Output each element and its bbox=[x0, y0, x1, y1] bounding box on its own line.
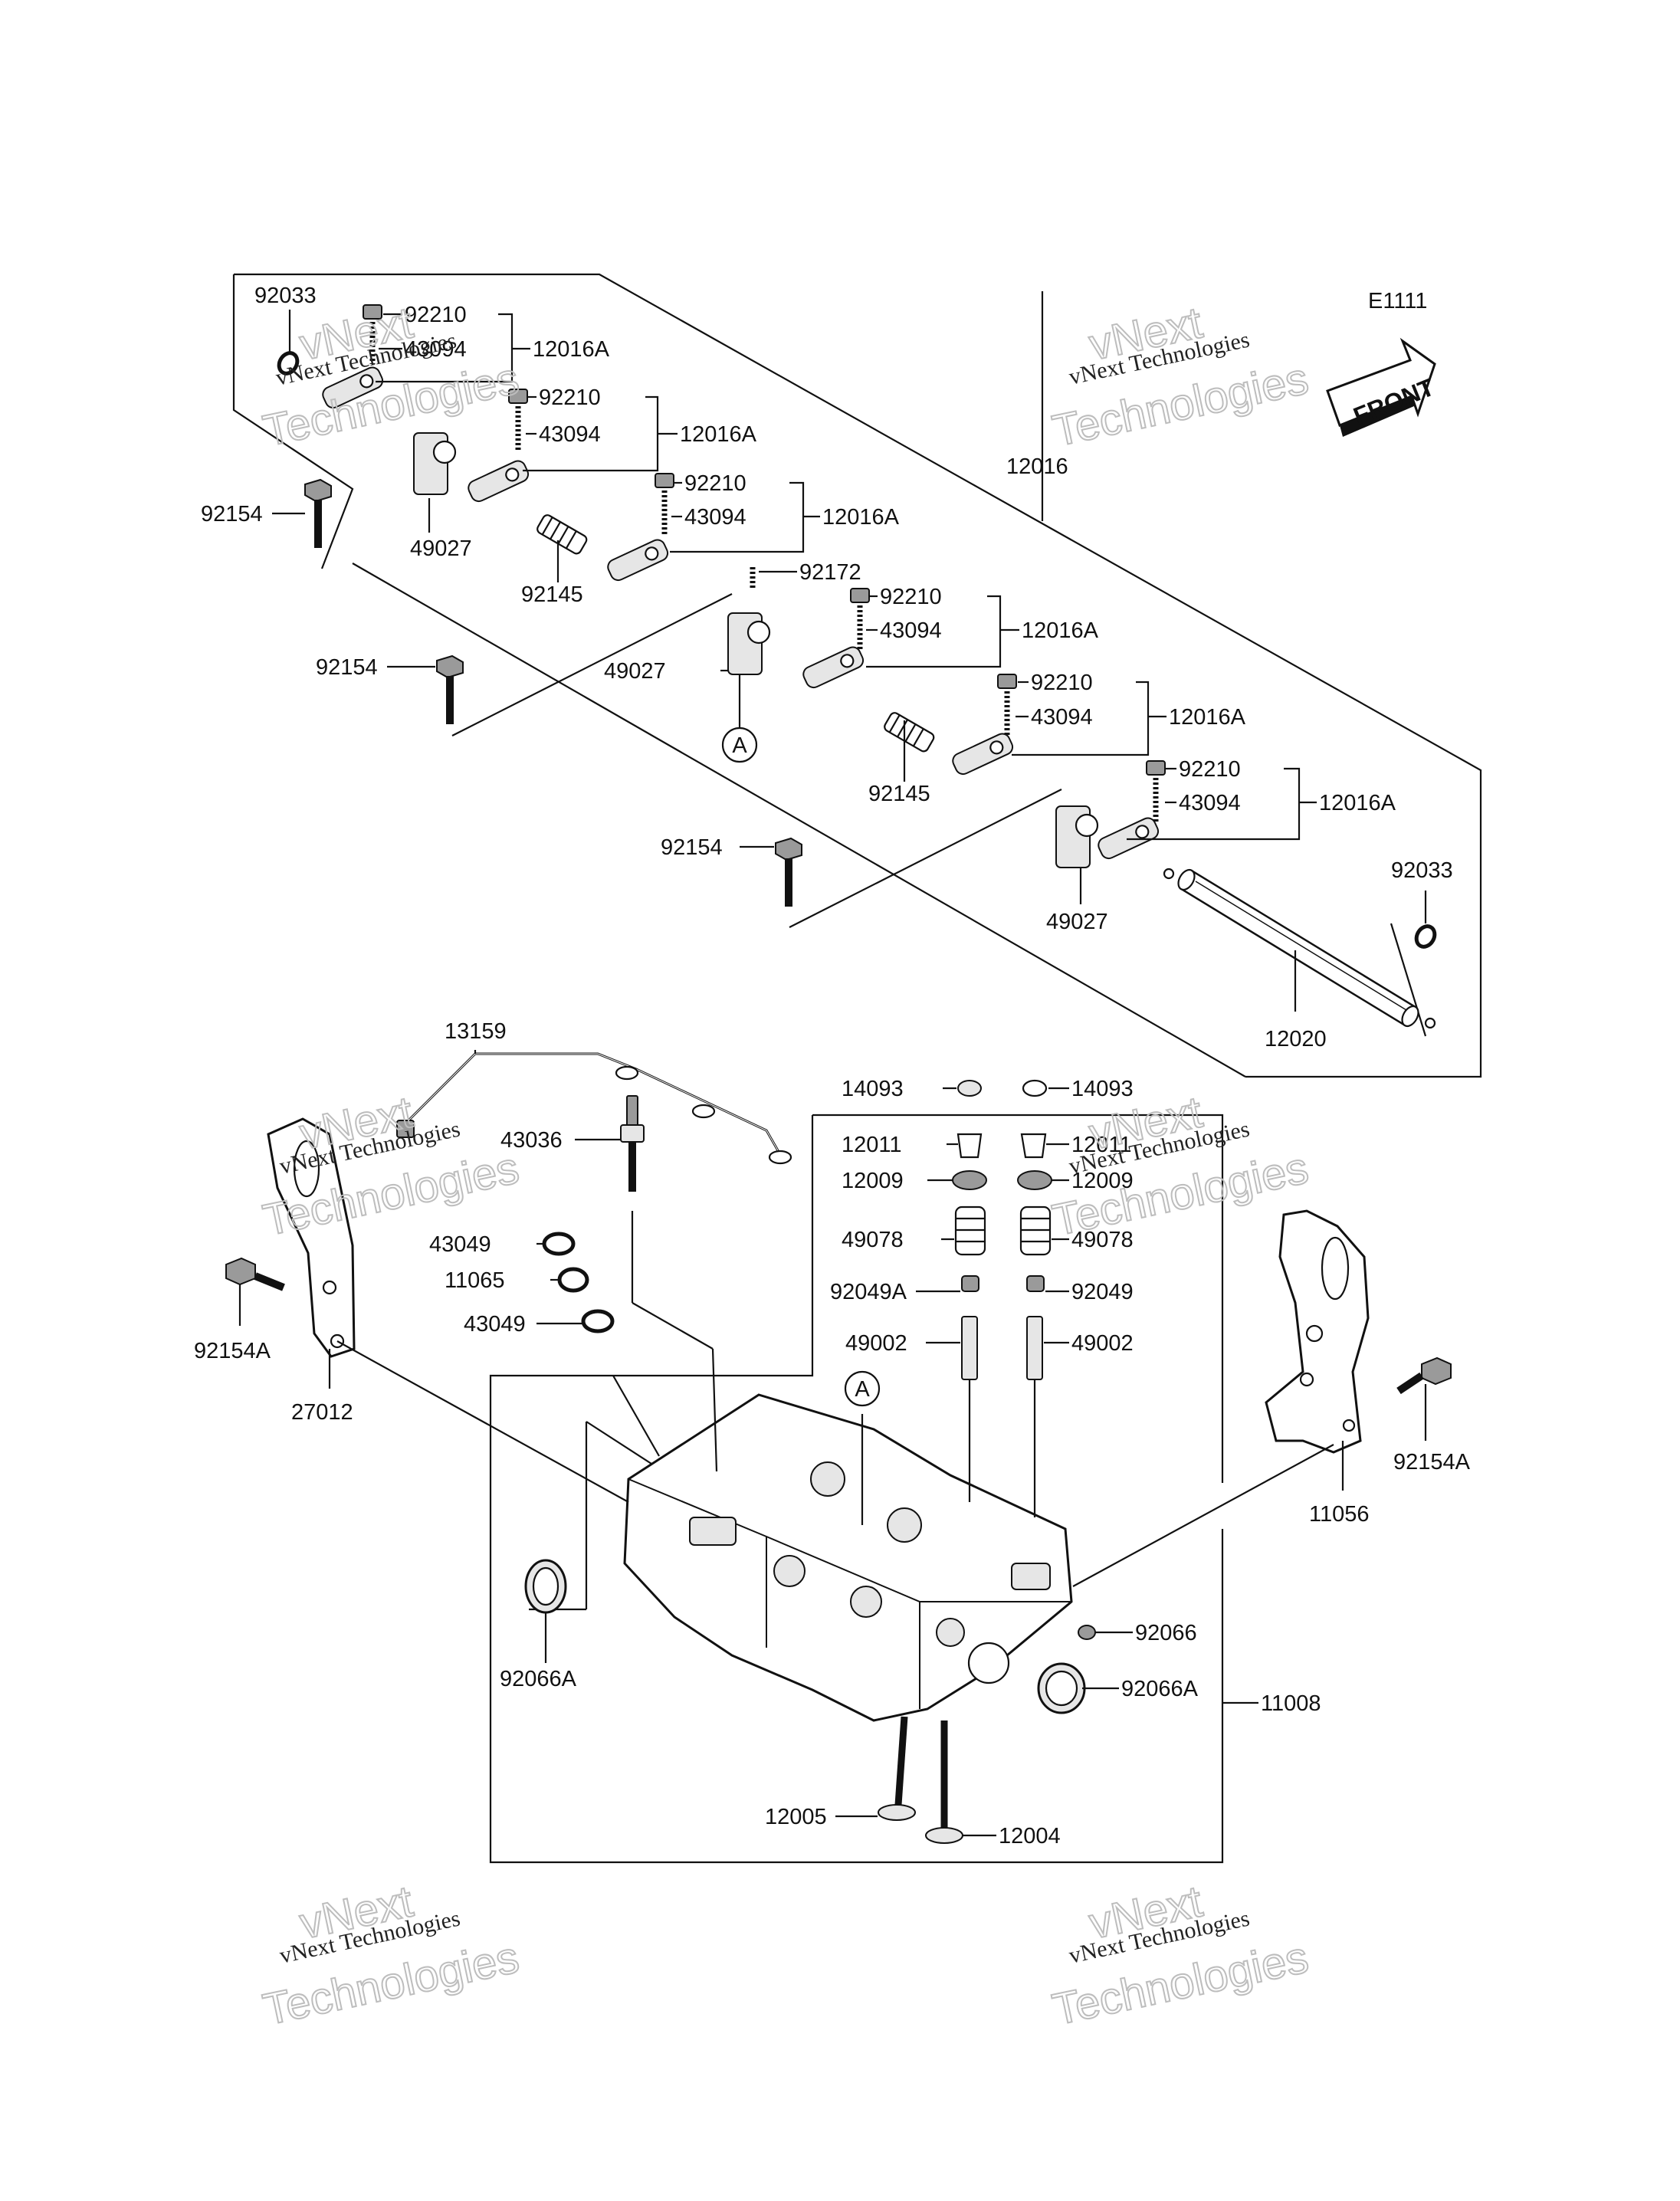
rocker-supports bbox=[413, 432, 1099, 868]
part-label: 92033 bbox=[254, 284, 317, 308]
part-label: 12016A bbox=[1319, 791, 1396, 815]
part-label: 27012 bbox=[291, 1400, 353, 1425]
part-label: 92210 bbox=[539, 385, 601, 410]
part-label: 43049 bbox=[429, 1232, 491, 1257]
part-label: 92154 bbox=[316, 655, 378, 680]
part-label: 92210 bbox=[1031, 671, 1093, 695]
part-label: 12011 bbox=[842, 1133, 902, 1157]
part-label: 43094 bbox=[880, 618, 942, 643]
valves bbox=[878, 1716, 963, 1844]
part-label: 12016 bbox=[1006, 454, 1068, 479]
part-label: 92172 bbox=[799, 560, 861, 585]
cylinder-head bbox=[623, 1393, 1073, 1722]
part-label: 92033 bbox=[1391, 858, 1453, 883]
part-label: 92066 bbox=[1135, 1621, 1197, 1645]
marker-label: A bbox=[855, 1377, 870, 1402]
part-label: 92145 bbox=[868, 782, 930, 806]
part-label: 12016A bbox=[533, 337, 610, 362]
part-label: 92154A bbox=[194, 1339, 271, 1363]
marker-label: A bbox=[732, 733, 747, 758]
reference-marker-a-upper: A bbox=[721, 727, 758, 763]
rocker-assembly-frame bbox=[232, 273, 1482, 1078]
part-label: 14093 bbox=[842, 1077, 904, 1101]
bracket-11056 bbox=[1265, 1209, 1370, 1454]
part-label: 11056 bbox=[1309, 1502, 1370, 1527]
rocker-springs bbox=[536, 514, 935, 753]
cylinder-head-frame bbox=[489, 1114, 1224, 1864]
part-label: 12004 bbox=[999, 1824, 1061, 1848]
part-label: 13159 bbox=[445, 1019, 507, 1044]
part-label: 43094 bbox=[684, 505, 746, 530]
part-label: 12009 bbox=[1071, 1169, 1134, 1193]
front-arrow-icon: FRONT bbox=[1326, 337, 1439, 437]
part-label: 12016A bbox=[680, 422, 757, 447]
glow-plug-harness bbox=[396, 1052, 792, 1165]
part-label: 92145 bbox=[521, 582, 583, 607]
valve-stack-left bbox=[952, 1080, 987, 1380]
part-label: 11008 bbox=[1261, 1691, 1321, 1716]
plug-92066A-left bbox=[524, 1559, 567, 1614]
part-label: 49027 bbox=[410, 536, 472, 561]
circlip-92033-right bbox=[1414, 924, 1437, 949]
bracket-27012 bbox=[267, 1117, 356, 1358]
part-label: 12020 bbox=[1265, 1027, 1327, 1051]
part-label: 43036 bbox=[500, 1128, 563, 1153]
rocker-shaft bbox=[1163, 868, 1436, 1029]
part-label: 49078 bbox=[842, 1228, 904, 1252]
part-label: 43094 bbox=[1031, 705, 1093, 730]
plug-92066A-right bbox=[1037, 1662, 1086, 1714]
part-label: 92210 bbox=[1179, 757, 1241, 782]
watermark-bottom-right: vNext vNext Technologies Technologies bbox=[1048, 1875, 1314, 2035]
watermark-top-right: vNext vNext Technologies Technologies bbox=[1048, 297, 1314, 457]
leader-lines bbox=[238, 310, 1427, 1837]
part-label: 12016A bbox=[1169, 705, 1246, 730]
watermark-bottom-left: vNext vNext Technologies Technologies bbox=[258, 1875, 524, 2035]
part-label: 92154A bbox=[1393, 1450, 1471, 1474]
part-labels: E1111 92033 92210 43094 12016A 92210 430… bbox=[194, 284, 1471, 1848]
part-label: 49078 bbox=[1071, 1228, 1134, 1252]
part-label: 43094 bbox=[405, 337, 467, 362]
part-label: 49002 bbox=[845, 1331, 907, 1356]
part-label: 49027 bbox=[1046, 910, 1108, 934]
bolts-92154 bbox=[304, 478, 802, 907]
part-label: 92154 bbox=[201, 502, 263, 526]
nuts-and-screws bbox=[363, 304, 1166, 824]
reference-marker-a-lower: A bbox=[844, 1370, 881, 1407]
part-label: 12009 bbox=[842, 1169, 904, 1193]
part-label: 92049 bbox=[1071, 1280, 1134, 1304]
rocker-arms bbox=[322, 366, 1160, 860]
part-label: 92210 bbox=[880, 585, 942, 609]
part-label: 92210 bbox=[405, 303, 467, 327]
part-label: 49027 bbox=[604, 659, 666, 684]
part-label: 11065 bbox=[445, 1268, 505, 1293]
part-label: 12011 bbox=[1071, 1133, 1132, 1157]
part-label: 12016A bbox=[1022, 618, 1099, 643]
part-label: 92066A bbox=[1121, 1677, 1199, 1701]
part-label: 49002 bbox=[1071, 1331, 1134, 1356]
part-label: 92049A bbox=[830, 1280, 907, 1304]
diagram-code: E1111 bbox=[1368, 289, 1427, 313]
valve-stack-right bbox=[1017, 1079, 1052, 1380]
watermark-mid-left: vNext vNext Technologies Technologies bbox=[258, 1086, 524, 1246]
part-label: 12016A bbox=[822, 505, 900, 530]
part-label: 92210 bbox=[684, 471, 746, 496]
part-label: 14093 bbox=[1071, 1077, 1134, 1101]
part-label: 92066A bbox=[500, 1667, 577, 1691]
part-label: 43094 bbox=[539, 422, 601, 447]
glow-plug bbox=[620, 1095, 645, 1192]
bolts-92154A bbox=[225, 1257, 1452, 1395]
part-label: 92154 bbox=[661, 835, 723, 860]
part-label: 43049 bbox=[464, 1312, 526, 1337]
part-label: 43094 bbox=[1179, 791, 1241, 815]
circlip-92033-left bbox=[277, 351, 300, 376]
plug-92066 bbox=[1078, 1625, 1096, 1640]
part-label: 12005 bbox=[765, 1805, 827, 1829]
washers bbox=[542, 1232, 615, 1333]
